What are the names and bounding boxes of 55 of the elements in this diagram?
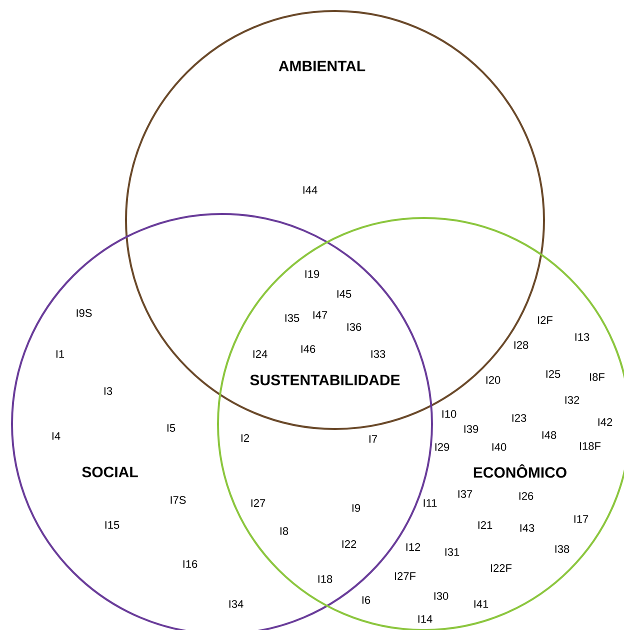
- indicator-label: I44: [303, 186, 318, 194]
- indicator-label: I16: [183, 560, 198, 568]
- indicator-label: I47: [313, 311, 328, 319]
- indicator-label: I48: [542, 431, 556, 439]
- indicator-label: I9: [352, 504, 360, 512]
- indicator-label: I36: [347, 323, 362, 331]
- indicator-label: I4: [52, 432, 60, 440]
- indicator-label: I9S: [76, 309, 92, 317]
- indicator-label: I28: [514, 341, 528, 349]
- indicator-label: I7S: [170, 496, 186, 504]
- indicator-label: I33: [371, 350, 386, 358]
- indicator-label: I22F: [491, 564, 512, 572]
- indicator-label: I24: [253, 350, 268, 358]
- indicator-label: I20: [486, 376, 500, 384]
- indicator-label: I41: [474, 600, 488, 608]
- indicator-label: I14: [418, 615, 432, 623]
- indicator-label: I43: [520, 524, 534, 532]
- indicator-label: I42: [598, 418, 612, 426]
- indicator-label: I18F: [580, 442, 601, 450]
- indicator-label: I31: [445, 548, 460, 556]
- indicator-label: I27: [251, 499, 266, 507]
- indicator-label: I22: [342, 540, 356, 548]
- indicator-label: I38: [555, 545, 570, 553]
- indicator-label: I15: [105, 521, 120, 529]
- indicator-label: I30: [434, 592, 448, 600]
- indicator-label: I5: [167, 424, 176, 432]
- indicator-label: I32: [565, 396, 580, 404]
- indicator-label: I2: [241, 434, 250, 442]
- indicator-label: I26: [519, 492, 534, 500]
- indicator-label: I1: [56, 350, 64, 358]
- indicator-label: I8: [280, 527, 288, 535]
- indicator-label: I10: [442, 410, 456, 418]
- indicator-label: I2F: [538, 316, 552, 324]
- indicator-label: I27F: [395, 572, 416, 580]
- center-label: SUSTENTABILIDADE: [250, 374, 400, 386]
- indicator-label: I29: [435, 443, 450, 451]
- indicator-label: I40: [492, 443, 506, 451]
- indicator-label: I3: [104, 387, 112, 395]
- indicator-label: I13: [575, 333, 590, 341]
- indicator-label: I46: [301, 345, 316, 353]
- indicator-label: I39: [464, 425, 478, 433]
- indicator-label: I7: [369, 435, 378, 443]
- indicator-label: I23: [512, 414, 526, 422]
- indicator-label: I37: [458, 490, 472, 498]
- indicator-label: I45: [337, 290, 352, 298]
- indicator-label: I18: [318, 575, 332, 583]
- indicator-label: I35: [285, 314, 300, 322]
- indicator-label: I19: [305, 270, 320, 278]
- indicator-label: I34: [229, 600, 244, 608]
- indicator-label: I25: [546, 370, 560, 378]
- indicator-label: I17: [574, 515, 588, 523]
- indicator-label: I12: [406, 543, 420, 551]
- indicator-label: I6: [362, 596, 370, 604]
- indicator-label: I8F: [590, 373, 604, 381]
- indicator-label: I21: [478, 521, 492, 529]
